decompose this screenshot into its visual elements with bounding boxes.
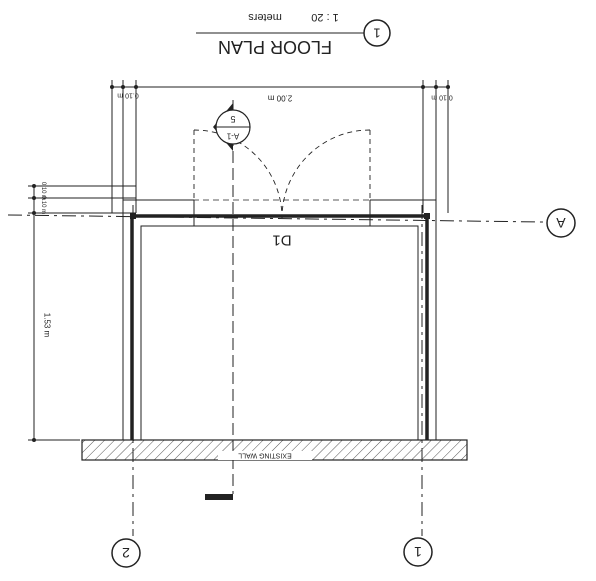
grid-line-2: 2 <box>111 205 141 568</box>
grid-bubble-a <box>546 208 576 238</box>
grid-label-a: A <box>556 215 566 231</box>
dim-depth: 1.53 m <box>43 313 52 338</box>
existing-wall: EXISTING WALL <box>81 439 468 461</box>
title-number: 1 <box>373 26 380 41</box>
grid-line-a: A <box>7 208 576 238</box>
wall-thick <box>130 213 430 440</box>
top-dimension-chain <box>110 80 450 213</box>
door-d1 <box>193 129 371 219</box>
door-tag: D1 <box>272 232 291 249</box>
grid-label-2: 2 <box>122 545 130 561</box>
dim-top-a: 0.10 m <box>40 182 46 200</box>
dim-left-wall: 0.10 m <box>117 92 139 99</box>
grid-line-1: 1 <box>403 205 433 567</box>
title-units: meters <box>248 11 282 23</box>
existing-wall-label: EXISTING WALL <box>238 452 292 459</box>
section-sheet: A-1 <box>226 132 239 141</box>
wall-outline-outer <box>122 199 437 440</box>
grid-bubble-1 <box>403 537 433 567</box>
grid-bubble-2 <box>111 538 141 568</box>
dim-top-b: 0.10 m <box>40 196 46 214</box>
section-marker: 5 A-1 <box>205 100 251 500</box>
title-name: FLOOR PLAN <box>218 37 332 57</box>
section-number: 5 <box>230 114 235 124</box>
dim-right-wall: 0.10 m <box>431 94 453 101</box>
left-dimension-chain <box>28 184 136 442</box>
dim-overall-width: 2.00 m <box>267 94 292 103</box>
title-block: 1 FLOOR PLAN 1 : 20 meters <box>196 11 391 57</box>
title-scale: 1 : 20 <box>311 11 339 23</box>
door-opening-jambs <box>141 200 418 227</box>
grid-label-1: 1 <box>414 544 422 560</box>
